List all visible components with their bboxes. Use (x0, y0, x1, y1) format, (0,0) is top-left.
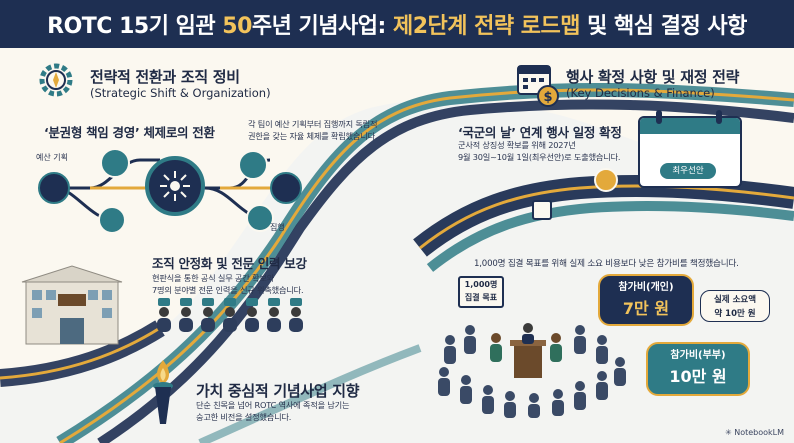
fee-couple-value: 10만 원 (669, 367, 727, 386)
decisions-title: 행사 확정 사항 및 재정 전략 (566, 68, 740, 86)
stabilize-body-2: 7명의 분야별 전문 인력을 신규 위촉했습니다. (152, 285, 304, 295)
value-title: 가치 중심적 기념사업 지향 (196, 382, 360, 400)
execution-label: 집행 (270, 223, 285, 232)
podium-icon (510, 340, 546, 378)
event-body-1: 군사적 상징성 확보를 위해 2027년 (458, 140, 576, 150)
document-node (38, 172, 70, 204)
fee-individual-label: 참가비(개인) (618, 282, 674, 293)
building-icon (21, 265, 123, 345)
staff-row (154, 296, 308, 340)
decentral-body-2: 권한을 갖는 자율 체제를 확립했습니다. (248, 131, 378, 141)
decentral-body-1: 각 팀이 예산 기획부터 집행까지 독립적 (248, 119, 378, 129)
fee-couple-tag: 참가비(부부) 10만 원 (646, 342, 750, 396)
value-body-2: 숭고한 비전을 설정했습니다. (196, 412, 292, 422)
network-hub-icon (145, 156, 205, 216)
sign-line-2: 집결 목표 (464, 293, 498, 302)
chart-node (238, 150, 268, 180)
calendar-dollar-icon: $ (517, 65, 559, 107)
header-banner: ROTC 15기 임관 50주년 기념사업: 제2단계 전략 로드맵 및 핵심 … (0, 0, 794, 48)
refresh-node (270, 172, 302, 204)
page-title: ROTC 15기 임관 50주년 기념사업: 제2단계 전략 로드맵 및 핵심 … (47, 14, 747, 39)
small-calendar-icon (532, 200, 552, 220)
gear-compass-icon (39, 63, 73, 97)
top-priority-tag: 최우선안 (660, 163, 716, 179)
crowd-illustration (438, 323, 626, 418)
budget-coin-node (100, 148, 130, 178)
target-sign: 1,000명 집결 목표 (458, 276, 504, 308)
notebooklm-brand: ✳ NotebookLM (724, 428, 784, 437)
sign-line-1: 1,000명 (464, 280, 498, 289)
road-marker-icon (594, 168, 618, 192)
strategic-title: 전략적 전환과 조직 정비 (90, 68, 240, 86)
value-body-1: 단순 친목을 넘어 ROTC 역사에 족적을 남기는 (196, 400, 350, 410)
budget-planning-label: 예산 기획 (36, 153, 68, 162)
calendar-ring-left (656, 110, 662, 124)
actual-cost-line-2: 약 10만 원 (714, 309, 756, 319)
staff-illustration (157, 298, 303, 332)
checklist-node (246, 204, 274, 232)
decisions-subtitle: (Key Decisions & Finance) (566, 86, 715, 100)
fee-note: 1,000명 집결 목표를 위해 실제 소요 비용보다 낮은 참가비를 책정했습… (474, 259, 739, 269)
clock-node (98, 206, 126, 234)
torch-icon (153, 360, 173, 424)
svg-text:$: $ (543, 90, 552, 105)
stabilize-title: 조직 안정화 및 전문 인력 보강 (152, 256, 307, 271)
event-title: ‘국군의 날’ 연계 행사 일정 확정 (458, 125, 622, 140)
actual-cost-tag: 실제 소요액 약 10만 원 (700, 290, 770, 322)
strategic-subtitle: (Strategic Shift & Organization) (90, 86, 271, 100)
calendar-ring-right (716, 110, 722, 124)
fee-individual-tag: 참가비(개인) 7만 원 (598, 274, 694, 326)
fee-individual-value: 7만 원 (622, 299, 670, 318)
stabilize-body-1: 현판식을 통한 공식 실무 공간 확보와 (152, 273, 275, 283)
fee-couple-label: 참가비(부부) (670, 350, 726, 361)
event-body-2: 9월 30일~10월 1일(최우선안)로 도출했습니다. (458, 152, 621, 162)
actual-cost-line-1: 실제 소요액 (713, 295, 757, 305)
decentral-title: ‘분권형 책임 경영’ 체제로의 전환 (44, 125, 215, 140)
